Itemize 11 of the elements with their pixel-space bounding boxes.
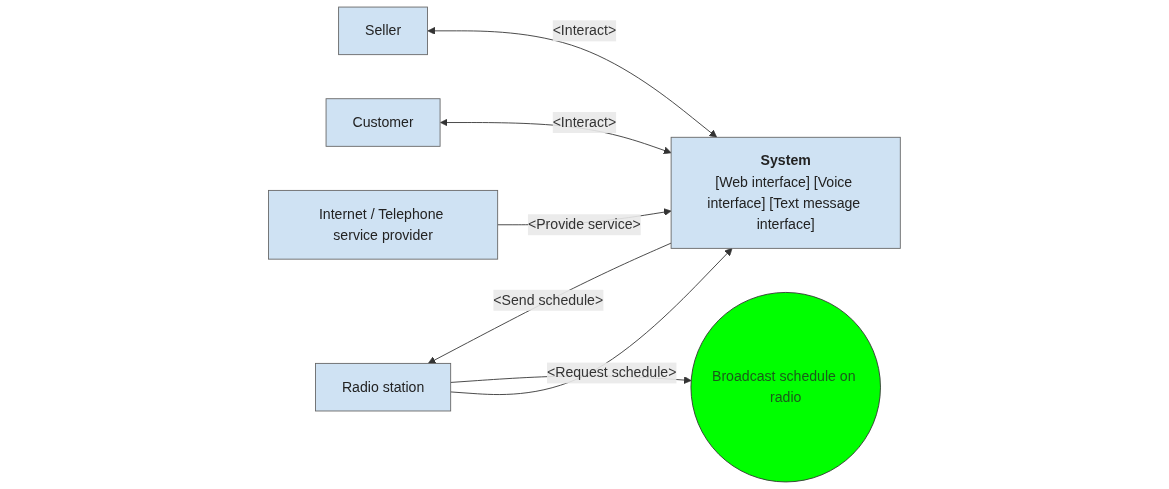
node-box: Internet / Telephone service provider: [268, 189, 499, 260]
edge-label: <Interact>: [552, 114, 617, 130]
node-circle: Broadcast schedule on radio: [690, 292, 882, 483]
edge-label: <Interact>: [552, 22, 617, 38]
node-box: System [Web interface] [Voice interface] [Text message interface]: [670, 136, 901, 249]
edge-label: <Provide service>: [528, 216, 641, 232]
node-box: Radio station: [315, 362, 452, 412]
edge-label: <Request schedule>: [547, 365, 677, 381]
edge-label: <Send schedule>: [493, 292, 604, 308]
node-box: Customer: [325, 98, 441, 147]
node-box: Seller: [338, 6, 429, 56]
